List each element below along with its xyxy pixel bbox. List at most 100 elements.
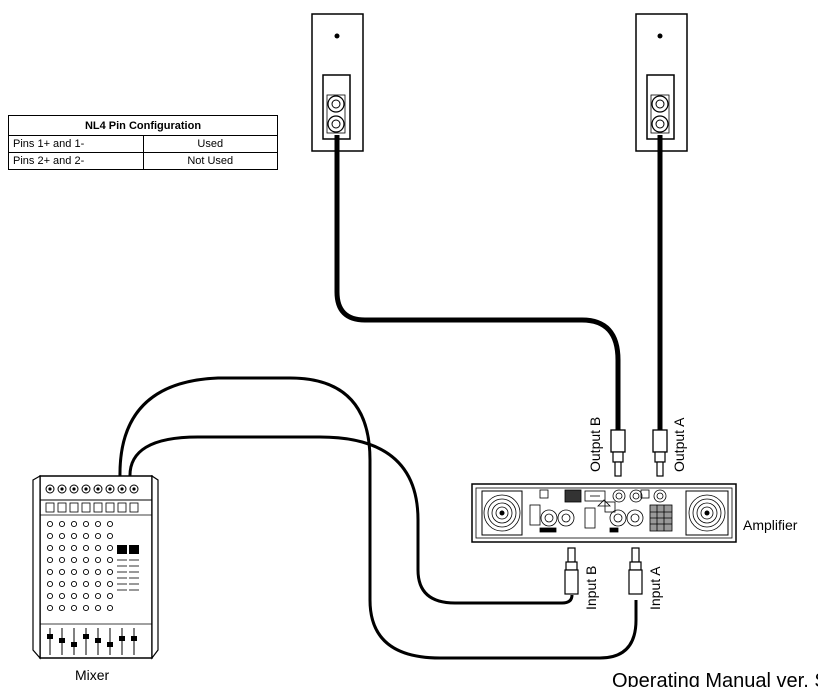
output-b-label: Output B <box>587 417 603 472</box>
mixer-label: Mixer <box>75 667 110 683</box>
knob-icon <box>70 580 78 588</box>
amplifier <box>471 483 737 543</box>
knob-icon <box>106 544 114 552</box>
knob-icon <box>70 604 78 612</box>
speaker-b <box>311 13 364 152</box>
meter-block <box>129 545 139 554</box>
knob-icon <box>58 532 66 540</box>
knob-icon <box>82 568 90 576</box>
knob-icon <box>58 568 66 576</box>
knob-icon <box>106 520 114 528</box>
input-jack-icon <box>129 484 139 494</box>
fader-cap-icon <box>107 642 113 647</box>
knob-icon <box>46 532 54 540</box>
knob-icon <box>94 580 102 588</box>
input-jack-icon <box>117 484 127 494</box>
output-b-connector <box>610 429 626 477</box>
knob-icon <box>94 544 102 552</box>
input-a-label: Input A <box>647 566 663 610</box>
knob-icon <box>70 520 78 528</box>
knob-icon <box>70 568 78 576</box>
mixer-channel-strips <box>45 484 139 655</box>
nl4-pin-configuration-table: NL4 Pin Configuration Pins 1+ and 1- Use… <box>8 115 278 170</box>
input-b-connector <box>564 547 579 595</box>
xlr-input-icon <box>129 502 139 513</box>
knob-icon <box>82 580 90 588</box>
knob-icon <box>46 544 54 552</box>
input-jack-center <box>132 487 136 491</box>
knob-icon <box>94 532 102 540</box>
input-a-connector <box>628 547 643 595</box>
knob-icon <box>58 520 66 528</box>
knob-icon <box>70 544 78 552</box>
table-row: Pins 2+ and 2- Not Used <box>8 152 278 170</box>
input-jack-center <box>60 487 64 491</box>
input-jack-center <box>72 487 76 491</box>
xlr-input-icon <box>81 502 91 513</box>
xlr-input-icon <box>57 502 67 513</box>
knob-icon <box>46 592 54 600</box>
xlr-input-icon <box>93 502 103 513</box>
input-jack-center <box>84 487 88 491</box>
knob-icon <box>106 580 114 588</box>
knob-icon <box>82 532 90 540</box>
speaker-cable-b <box>334 135 621 430</box>
output-a-label: Output A <box>671 417 687 472</box>
fan-icon <box>685 490 729 536</box>
knob-icon <box>82 544 90 552</box>
fader-cap-icon <box>95 638 101 643</box>
fader-cap-icon <box>131 636 137 641</box>
meter-block <box>117 545 127 554</box>
knob-icon <box>46 568 54 576</box>
fader-cap-icon <box>83 634 89 639</box>
fan-icon <box>481 490 523 536</box>
xlr-input-icon <box>105 502 115 513</box>
input-jack-icon <box>69 484 79 494</box>
knob-icon <box>94 568 102 576</box>
knob-icon <box>106 568 114 576</box>
output-a-connector <box>652 429 668 477</box>
input-jack-center <box>96 487 100 491</box>
knob-icon <box>70 556 78 564</box>
knob-icon <box>70 592 78 600</box>
mixer <box>32 474 159 660</box>
table-cell-pins: Pins 2+ and 2- <box>8 152 144 170</box>
amplifier-rear-panel <box>529 489 673 533</box>
input-jack-icon <box>57 484 67 494</box>
input-jack-icon <box>81 484 91 494</box>
fader-cap-icon <box>47 634 53 639</box>
knob-icon <box>94 556 102 564</box>
speaker-a <box>635 13 688 152</box>
knob-icon <box>58 604 66 612</box>
knob-icon <box>82 592 90 600</box>
table-cell-status: Not Used <box>142 152 278 170</box>
input-b-label: Input B <box>583 566 599 610</box>
knob-icon <box>94 604 102 612</box>
knob-icon <box>94 592 102 600</box>
speakon-socket-icon <box>650 94 670 134</box>
footer-text: Operating Manual ver. SP6 <box>612 670 818 687</box>
knob-icon <box>58 556 66 564</box>
input-jack-icon <box>105 484 115 494</box>
knob-icon <box>106 604 114 612</box>
xlr-input-icon <box>69 502 79 513</box>
knob-icon <box>46 580 54 588</box>
knob-icon <box>106 592 114 600</box>
xlr-input-icon <box>117 502 127 513</box>
knob-icon <box>58 592 66 600</box>
xlr-input-icon <box>45 502 55 513</box>
knob-icon <box>106 532 114 540</box>
knob-icon <box>46 604 54 612</box>
knob-icon <box>106 556 114 564</box>
input-cable-a <box>118 376 638 660</box>
fader-cap-icon <box>71 642 77 647</box>
knob-icon <box>58 580 66 588</box>
input-jack-icon <box>45 484 55 494</box>
knob-icon <box>82 556 90 564</box>
knob-icon <box>58 544 66 552</box>
input-cable-b <box>128 435 574 605</box>
knob-icon <box>82 604 90 612</box>
fader-cap-icon <box>119 636 125 641</box>
knob-icon <box>70 532 78 540</box>
